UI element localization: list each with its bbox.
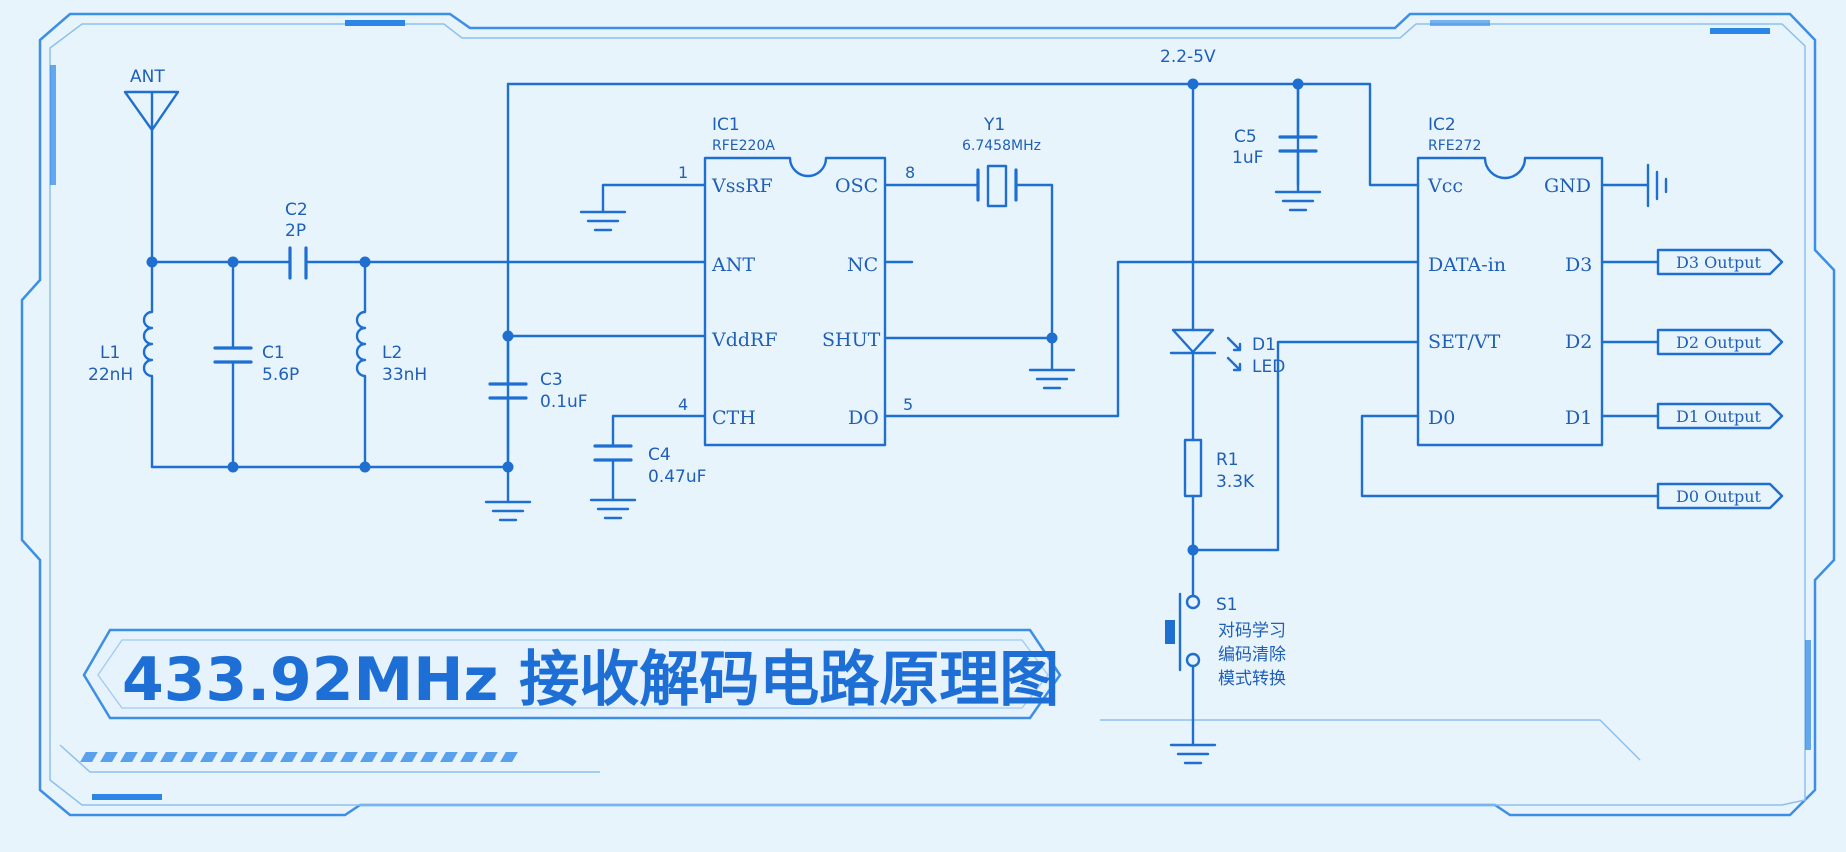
s1-line-1: 对码学习 <box>1218 621 1286 641</box>
c4-network: C4 0.47uF <box>589 414 706 520</box>
output-tags: D3 Output D2 Output D1 Output D0 Output <box>1600 248 1784 510</box>
ic2-part: RFE272 <box>1428 138 1481 154</box>
ic2-pin-d0: D0 <box>1428 407 1455 429</box>
c5-value: 1uF <box>1232 148 1263 168</box>
l2-ref: L2 <box>382 343 402 363</box>
d1-value: LED <box>1252 357 1285 377</box>
d0-route <box>1360 414 1660 498</box>
crystal-y1: Y1 6.7458MHz <box>883 115 1076 390</box>
ic2-ref: IC2 <box>1428 115 1456 135</box>
supply-rail: 2.2-5V <box>506 47 1420 472</box>
diagram-title: 433.92MHz 接收解码电路原理图 <box>122 645 1059 715</box>
c2-value: 2P <box>285 221 306 241</box>
l2-value: 33nH <box>382 365 427 385</box>
ic2-pin-datain: DATA-in <box>1428 254 1506 276</box>
s1-line-2: 编码清除 <box>1218 645 1286 665</box>
ic1-pin-ant: ANT <box>711 254 755 276</box>
output-tag-d2: D2 Output <box>1676 333 1761 352</box>
c5-ref: C5 <box>1234 127 1257 147</box>
ic2-pin-d1: D1 <box>1565 407 1592 429</box>
y1-ref: Y1 <box>983 115 1005 135</box>
ic1-pin-vssrf: VssRF <box>711 175 773 197</box>
ic1-pin-do: DO <box>848 407 879 429</box>
ic1-ref: IC1 <box>712 115 740 135</box>
s1-ref: S1 <box>1216 595 1238 615</box>
c3-network: C3 0.1uF <box>484 330 707 522</box>
ic2-ground <box>1600 163 1668 208</box>
y1-value: 6.7458MHz <box>962 138 1041 154</box>
ic1-part: RFE220A <box>712 138 775 154</box>
c3-ref: C3 <box>540 370 563 390</box>
ic1: IC1 RFE220A VssRF ANT VddRF CTH OSC NC S… <box>678 115 915 447</box>
ic1-pin-number-1: 1 <box>678 163 688 182</box>
decorative-frame <box>20 12 1836 817</box>
antenna-label: ANT <box>130 67 165 87</box>
ic2-pin-d3: D3 <box>1565 254 1592 276</box>
ic1-pin-number-5: 5 <box>903 395 913 414</box>
ic2-pin-vcc: Vcc <box>1427 175 1463 197</box>
ic1-pin-shut: SHUT <box>822 329 881 351</box>
c2-ref: C2 <box>285 200 308 220</box>
ic1-pin-vddrf: VddRF <box>711 329 778 351</box>
ic1-pin-nc: NC <box>847 254 878 276</box>
ic2-pin-d2: D2 <box>1565 331 1592 353</box>
ic1-pin-cth: CTH <box>712 407 756 429</box>
ic2-pin-gnd: GND <box>1544 175 1591 197</box>
ic2-pin-setvt: SET/VT <box>1428 331 1501 353</box>
c4-ref: C4 <box>648 445 671 465</box>
c4-value: 0.47uF <box>648 467 706 487</box>
r1-ref: R1 <box>1216 450 1239 470</box>
ic2: IC2 RFE272 Vcc DATA-in SET/VT D0 GND D3 … <box>1416 115 1604 447</box>
l1-value: 22nH <box>88 365 133 385</box>
ic1-pin-osc: OSC <box>835 175 878 197</box>
output-tag-d0: D0 Output <box>1676 487 1761 506</box>
s1-line-3: 模式转换 <box>1218 669 1286 689</box>
ic1-pin-number-4: 4 <box>678 395 688 414</box>
l1-ref: L1 <box>100 343 120 363</box>
output-tag-d1: D1 Output <box>1676 407 1761 426</box>
c5-network: C5 1uF <box>1232 82 1322 212</box>
led-resistor-switch: D1 LED R1 3.3K S1 对码学习 编码清除 模式转换 <box>1165 328 1420 765</box>
r1-value: 3.3K <box>1216 472 1255 492</box>
d1-ref: D1 <box>1252 335 1276 355</box>
c3-value: 0.1uF <box>540 392 588 412</box>
data-line <box>883 260 1420 418</box>
supply-voltage-label: 2.2-5V <box>1160 47 1216 67</box>
antenna-network: ANT C2 2P L1 22nH C1 5.6P L2 33nH <box>88 67 707 473</box>
output-tag-d3: D3 Output <box>1676 253 1761 272</box>
title-plate: 433.92MHz 接收解码电路原理图 <box>82 628 1062 720</box>
c1-value: 5.6P <box>262 365 299 385</box>
vssrf-ground <box>579 183 707 232</box>
c1-ref: C1 <box>262 343 285 363</box>
ic1-pin-number-8: 8 <box>905 163 915 182</box>
